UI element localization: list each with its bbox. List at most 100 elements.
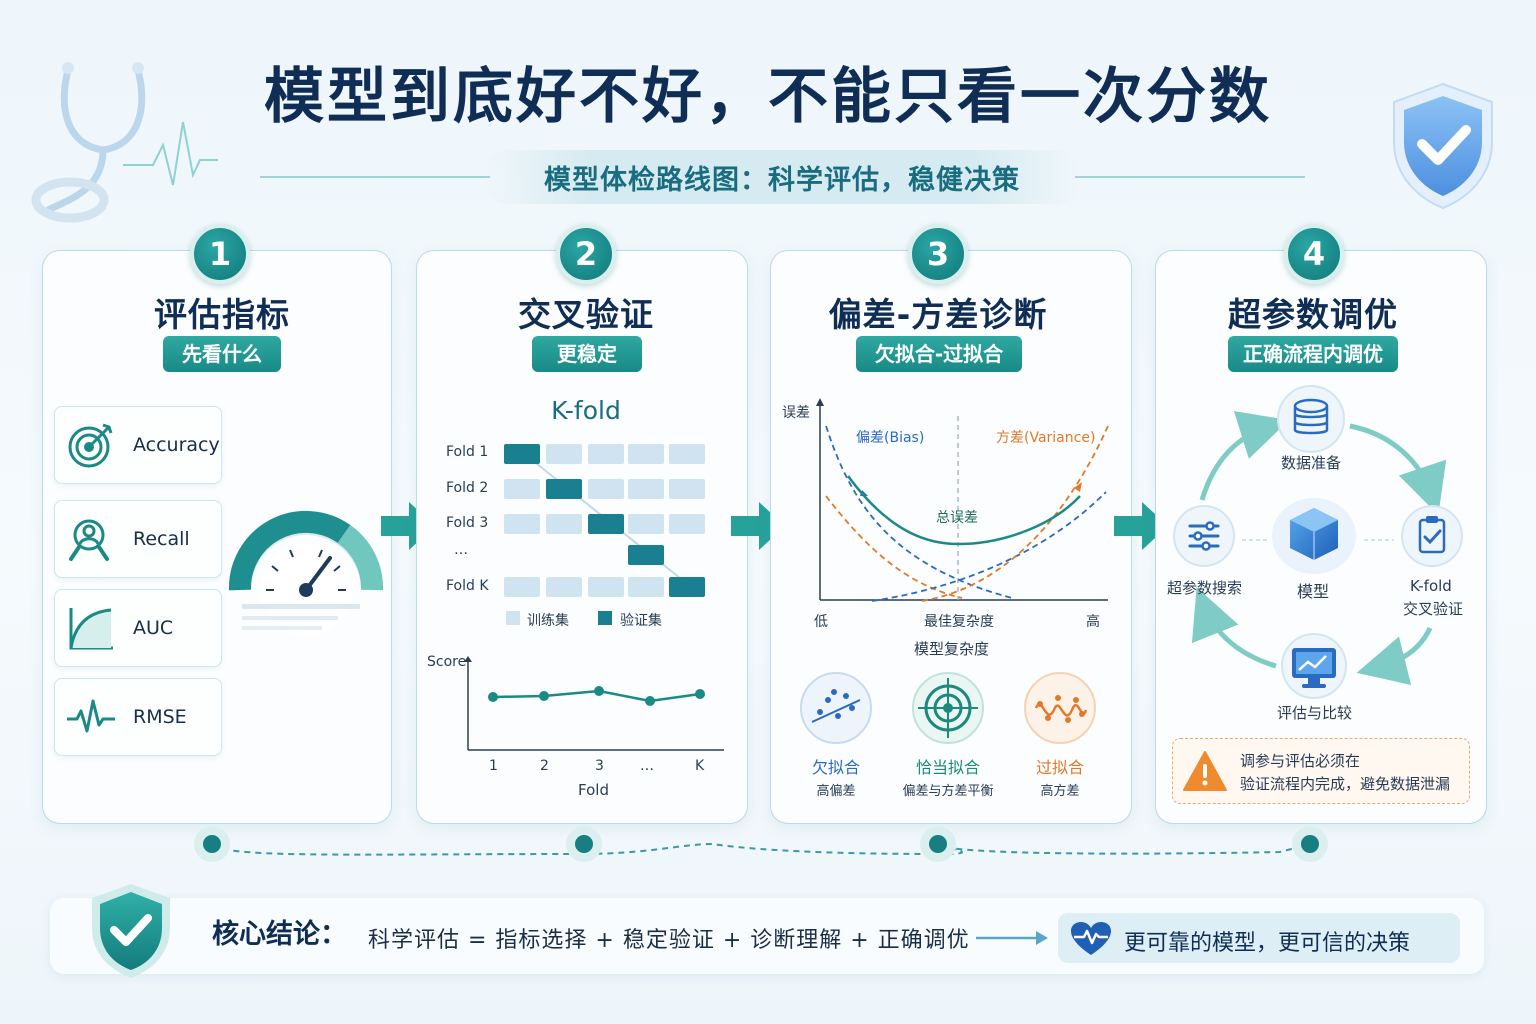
training-fold-cell — [628, 444, 664, 464]
step-number-1: 1 — [190, 224, 250, 284]
fold-axis-label: Fold — [578, 781, 609, 799]
metric-label: Accuracy — [133, 434, 220, 456]
panel-tag-cross-validation: 更稳定 — [532, 336, 642, 372]
result-banner — [1058, 913, 1460, 963]
panel-title-bias-variance: 偏差-方差诊断 — [828, 295, 1048, 334]
training-fold-cell — [504, 577, 540, 597]
conclusion-label: 核心结论： — [212, 919, 347, 950]
training-fold-cell — [546, 514, 582, 534]
step-number-2: 2 — [556, 224, 616, 284]
target-icon — [68, 423, 113, 468]
x-tick: 3 — [595, 758, 604, 774]
score-point — [594, 686, 604, 696]
node-hyperparam-search: 超参数搜索 — [1167, 579, 1243, 597]
x-axis-high: 高 — [1086, 614, 1100, 630]
monitor-chart-icon — [1281, 633, 1347, 699]
x-tick: 2 — [540, 758, 549, 774]
metric-label: RMSE — [133, 706, 187, 728]
panel-tag-tuning: 正确流程内调优 — [1228, 336, 1398, 372]
training-fold-cell — [588, 577, 624, 597]
metric-label: Recall — [133, 528, 190, 550]
node-evaluate-compare: 评估与比较 — [1277, 704, 1353, 722]
x-tick: K — [695, 758, 705, 774]
step-number-4: 4 — [1284, 224, 1344, 284]
page-title: 模型到底好不好，不能只看一次分数 — [264, 62, 1272, 132]
training-fold-cell — [628, 577, 664, 597]
fit-name-underfit: 欠拟合 — [811, 758, 860, 777]
shield-check-icon — [92, 884, 170, 978]
training-fold-cell — [669, 514, 705, 534]
training-fold-cell — [546, 444, 582, 464]
legend-val-label: 验证集 — [620, 613, 662, 629]
heart-pulse-icon — [1071, 922, 1111, 955]
warning-text-line1: 调参与评估必须在 — [1240, 752, 1361, 770]
variance-curve-label: 方差(Variance) — [996, 430, 1096, 446]
metric-label: AUC — [133, 617, 174, 639]
good-fit-target-icon — [912, 672, 984, 744]
arrow-right-icon — [1114, 502, 1168, 550]
model-cube-icon — [1272, 498, 1356, 574]
training-fold-cell — [546, 577, 582, 597]
step-number-3: 3 — [908, 224, 968, 284]
score-point — [539, 691, 549, 701]
conclusion-formula: 科学评估 = 指标选择 + 稳定验证 + 诊断理解 + 正确调优 — [368, 928, 970, 953]
underfit-icon — [800, 672, 872, 744]
auc-curve-icon — [69, 608, 113, 650]
score-point — [645, 696, 655, 706]
legend-train-swatch — [506, 611, 520, 625]
metric-card-recall: Recall — [54, 500, 222, 578]
node-data-prep: 数据准备 — [1281, 454, 1342, 472]
score-point — [695, 689, 705, 699]
fold-label: Fold K — [446, 578, 489, 594]
legend-train-label: 训练集 — [527, 613, 569, 629]
validation-fold-cell — [588, 514, 624, 534]
data-leak-warning — [1172, 738, 1470, 804]
pulse-icon — [67, 699, 115, 733]
fit-name-goodfit: 恰当拟合 — [915, 758, 980, 777]
training-fold-cell — [669, 444, 705, 464]
training-fold-cell — [504, 514, 540, 534]
bias-curve-label: 偏差(Bias) — [856, 430, 925, 446]
subtitle-banner: 模型体检路线图：科学评估，稳健决策 — [482, 150, 1082, 204]
kfold-title: K-fold — [551, 396, 621, 425]
arrow-right-icon — [976, 931, 1048, 945]
score-axis-label: Score — [427, 654, 467, 670]
x-axis-optimal: 最佳复杂度 — [924, 614, 994, 630]
training-fold-cell — [628, 514, 664, 534]
shield-check-icon — [1393, 82, 1493, 210]
metric-card-accuracy: Accuracy — [54, 406, 222, 484]
panel-tag-metrics: 先看什么 — [163, 336, 281, 372]
warning-icon — [1183, 751, 1227, 791]
result-text: 更可靠的模型，更可信的决策 — [1124, 931, 1411, 956]
fit-desc-goodfit: 偏差与方差平衡 — [902, 784, 994, 799]
score-chart — [464, 656, 724, 751]
subtitle-line-right — [1075, 176, 1305, 178]
fold-label: Fold 1 — [446, 444, 489, 460]
overfit-icon — [1024, 672, 1096, 744]
training-fold-cell — [588, 479, 624, 499]
subtitle-line-left — [260, 176, 490, 178]
panel-tag-bias-variance: 欠拟合-过拟合 — [856, 336, 1022, 372]
person-search-icon — [69, 519, 109, 561]
validation-fold-cell — [669, 577, 705, 597]
fit-desc-overfit: 高方差 — [1040, 784, 1080, 799]
metric-card-auc: AUC — [54, 589, 222, 667]
fit-name-overfit: 过拟合 — [1035, 758, 1084, 777]
speedometer-icon — [228, 510, 383, 636]
warning-text-line2: 验证流程内完成，避免数据泄漏 — [1240, 775, 1451, 793]
score-point — [488, 692, 498, 702]
error-axis-label: 误差 — [782, 405, 810, 421]
node-model: 模型 — [1297, 582, 1330, 601]
validation-fold-cell — [504, 444, 540, 464]
fold-label: Fold 2 — [446, 480, 489, 496]
panel-title-cross-validation: 交叉验证 — [518, 295, 654, 334]
validation-fold-cell — [628, 545, 664, 565]
training-fold-cell — [669, 479, 705, 499]
tuning-cycle-arrows — [1191, 411, 1447, 685]
stethoscope-icon — [31, 62, 218, 223]
fold-label: Fold 3 — [446, 515, 489, 531]
clipboard-check-icon — [1401, 505, 1463, 567]
database-icon — [1277, 385, 1345, 453]
total-error-label: 总误差 — [936, 510, 978, 526]
metric-card-rmse: RMSE — [54, 678, 222, 756]
